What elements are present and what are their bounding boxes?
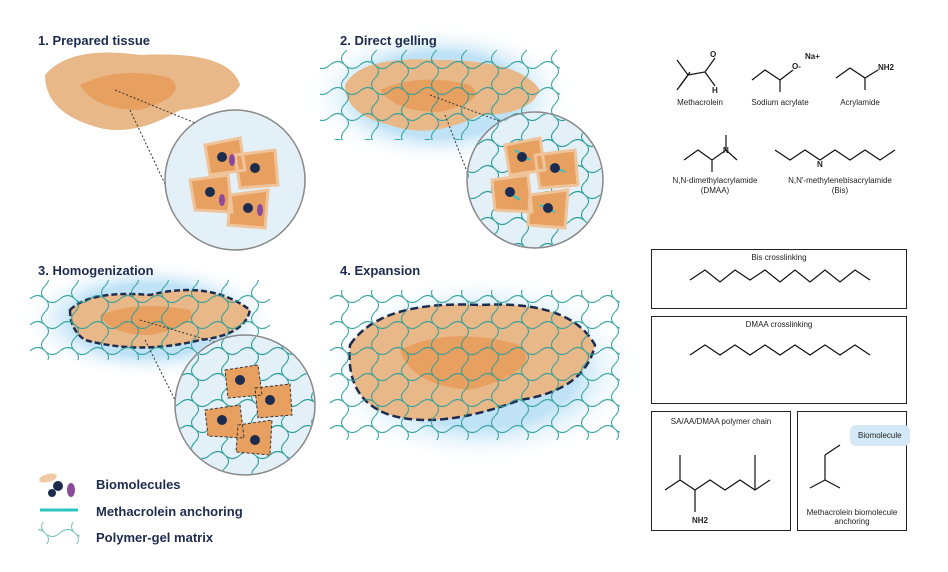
atom-N: N (723, 146, 729, 155)
sodium-acrylate-label: Sodium acrylate (751, 98, 809, 107)
biomolecule-box: Biomolecule (850, 425, 910, 446)
polymer-chain-panel: SA/AA/DMAA polymer chain NH2 (651, 411, 791, 531)
legend-polymer-gel: Polymer-gel matrix (96, 530, 214, 545)
atom-Na: Na+ (805, 52, 820, 61)
biomolecules-legend-icon (39, 473, 75, 497)
legend-anchoring: Methacrolein anchoring (96, 504, 243, 519)
dmaa-name: N,N-dimethylacrylamide (672, 176, 758, 185)
atom-O: O (710, 50, 717, 59)
atom-NH: N (817, 160, 823, 169)
step-3-title: 3. Homogenization (38, 263, 154, 278)
polymer-chain-title: SA/AA/DMAA polymer chain (670, 417, 772, 426)
chemical-structures (664, 57, 896, 512)
anchoring-caption-line1: Methacrolein biomolecule (806, 508, 898, 517)
dmaa-label: N,N-dimethylacrylamide(DMAA) (670, 176, 760, 196)
step-1-title: 1. Prepared tissue (38, 33, 150, 48)
atom-NH2: NH2 (878, 63, 895, 72)
homogenization-illustration (20, 260, 316, 476)
atom-O-minus: O- (792, 62, 801, 71)
acrylamide-label: Acrylamide (840, 98, 880, 107)
polymer-gel-legend-icon (38, 522, 80, 544)
step-4-title: 4. Expansion (340, 263, 421, 278)
anchoring-caption-line2: anchoring (834, 517, 870, 526)
bis-name: N,N'-methylenebisacrylamide (788, 176, 892, 185)
direct-gelling-illustration (305, 25, 604, 249)
bis-label: N,N'-methylenebisacrylamide(Bis) (775, 176, 905, 196)
bis-crosslinking-panel: Bis crosslinking (651, 249, 907, 309)
legend-biomolecules: Biomolecules (96, 477, 181, 492)
polymer-nh2: NH2 (692, 516, 709, 525)
methacrolein-label: Methacrolein (677, 98, 723, 107)
dmaa-crosslinking-panel: DMAA crosslinking (651, 316, 907, 404)
bis-abbrev: (Bis) (831, 186, 849, 195)
step-2-title: 2. Direct gelling (340, 33, 437, 48)
prepared-tissue-illustration (45, 52, 306, 251)
dmaa-crosslinking-title: DMAA crosslinking (745, 320, 813, 329)
bis-crosslinking-title: Bis crosslinking (751, 253, 807, 262)
dmaa-abbrev: (DMAA) (700, 186, 730, 195)
atom-H: H (712, 86, 718, 95)
expansion-illustration (320, 275, 640, 465)
